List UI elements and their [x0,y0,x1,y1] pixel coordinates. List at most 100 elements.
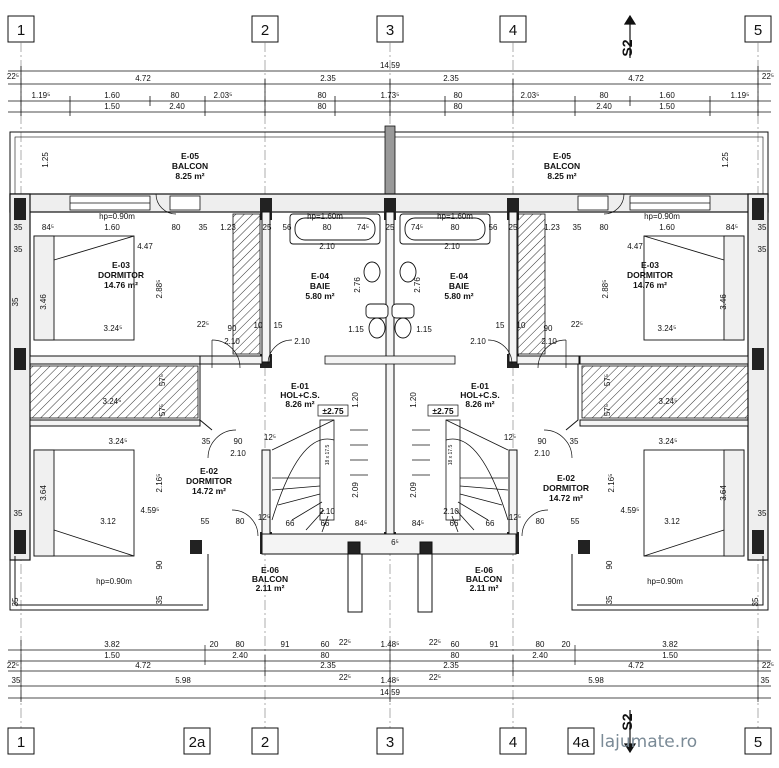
dim-bottom: 1.50 [104,651,120,660]
room-code: E-05 [181,151,199,161]
room-area: 5.80 m² [305,291,334,301]
dim: 2.88⁵ [601,280,610,299]
dim: 35 [758,509,767,518]
dim: 56 [283,223,292,232]
room-name: DORMITOR [186,476,232,486]
dim: 35 [758,245,767,254]
dim: 2.10 [541,337,557,346]
dim: 2.88⁵ [155,280,164,299]
dim: 4.47 [627,242,643,251]
door-swings [155,193,625,537]
dim: 2.16⁵ [607,474,616,493]
dim: 2.10 [470,337,486,346]
dim: 2.16⁵ [155,474,164,493]
dim: 84⁵ [412,519,424,528]
room-name: HOL+C.S. [460,390,499,400]
dim: 80 [323,223,332,232]
dim: 2.10 [230,449,246,458]
dim-top: 2.35 [320,74,336,83]
dim: 84⁵ [355,519,367,528]
dim-bottom: 80 [536,640,545,649]
dim: 57⁵ [158,374,167,386]
section-arrow-bottom-icon [623,710,637,754]
dim: 35 [14,509,23,518]
dim: 35 [14,223,23,232]
dim-bottom: 91 [490,640,499,649]
room-code: E-04 [311,271,329,281]
hall-partition [324,355,456,365]
dim-top: 1.19⁵ [731,91,750,100]
dim: 35 [202,437,211,446]
dim: 3.12 [100,517,116,526]
dim: 3.24⁵ [109,437,128,446]
dimension-lines-top [8,66,771,116]
dim: 3.46 [39,294,48,310]
dim: 2.10 [444,242,460,251]
dim-bottom: 2.35 [443,661,459,670]
dim: 1.25 [721,152,730,168]
axis-2-bottom: 2 [261,734,269,751]
dim: 1.15 [416,325,432,334]
dim-bottom: 91 [281,640,290,649]
dim: 3.12 [664,517,680,526]
room-name: BALCON [252,574,288,584]
room-area: 14.76 m² [104,280,138,290]
dim-top: 1.50 [104,102,120,111]
dim: 22⁵ [571,320,583,329]
dim: 80 [600,223,609,232]
dim: 1.15 [348,325,364,334]
dim-bottom: 60 [321,640,330,649]
corridor-recess [199,364,579,431]
dim-top: 2.03⁵ [214,91,233,100]
room-name: DORMITOR [98,270,144,280]
dim: 25 [263,223,272,232]
dim: 90 [234,437,243,446]
wardrobes [29,213,749,419]
dim: 2.10 [319,507,335,516]
dim: 2.09 [409,482,418,498]
dim: 66 [450,519,459,528]
dim-top: 80 [171,91,180,100]
axis-5-bottom: 5 [754,734,762,751]
room-code: E-05 [553,151,571,161]
dim: 90 [228,324,237,333]
dim: 55 [201,517,210,526]
dim: 1.60 [104,223,120,232]
dim: 3.24⁵ [658,324,677,333]
axis-3-bottom: 3 [386,734,394,751]
room-name: HOL+C.S. [280,390,319,400]
room-code: E-02 [557,473,575,483]
room-code: E-03 [112,260,130,270]
dim: 4.47 [137,242,153,251]
dim: 2.09 [351,482,360,498]
dim: 35 [605,595,614,604]
interior-dimensions: 1.25 1.25 hp=0.90m hp=0.90m hp=1.60m hp=… [11,152,767,607]
dim: 74⁵ [411,223,423,232]
beds [33,235,745,557]
room-name: BALCON [172,161,208,171]
dim: 55 [571,517,580,526]
dim-bottom: 22⁵ [7,661,19,670]
dim: 22⁵ [197,320,209,329]
balcony-bottom-outline [9,541,769,613]
dim: 80 [536,517,545,526]
dim: 57⁵ [603,374,612,386]
dim: 35 [199,223,208,232]
dim-bottom: 1.48⁵ [381,676,400,685]
axis-4-bottom: 4 [509,734,517,751]
dim-top: 1.60 [659,91,675,100]
dim: 90 [538,437,547,446]
dim: 35 [570,437,579,446]
dim: 1.23 [220,223,236,232]
room-area: 8.26 m² [285,399,314,409]
dim: 4.59⁵ [141,506,160,515]
room-code: E-06 [475,565,493,575]
dim-top: 80 [454,102,463,111]
dim: 12⁵ [504,433,516,442]
dim: 84⁵ [726,223,738,232]
dim: 80 [172,223,181,232]
axis-4-top: 4 [509,22,517,39]
dim-bottom: 22⁵ [762,661,774,670]
axis-2a-bottom: 2a [189,734,206,751]
dim-bottom: 2.40 [532,651,548,660]
